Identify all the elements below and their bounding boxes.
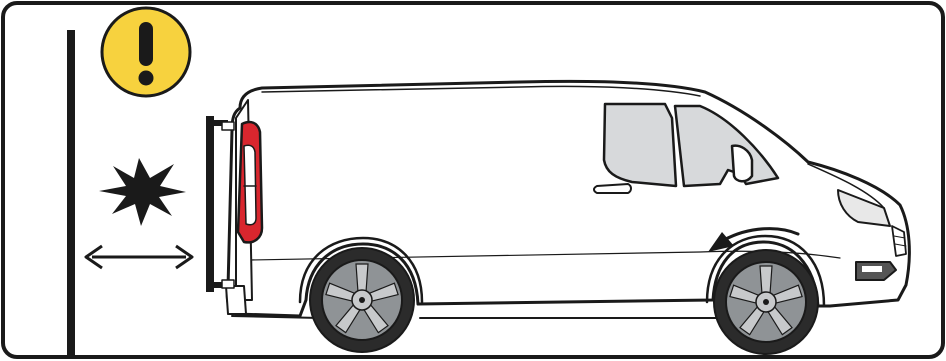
rear-side-window [604, 104, 676, 186]
front-wheel [714, 250, 818, 354]
rear-wheel [310, 248, 414, 352]
door-handle [594, 184, 631, 193]
warning-icon [102, 8, 190, 96]
wall [67, 30, 75, 357]
rear-bumper [226, 286, 246, 314]
